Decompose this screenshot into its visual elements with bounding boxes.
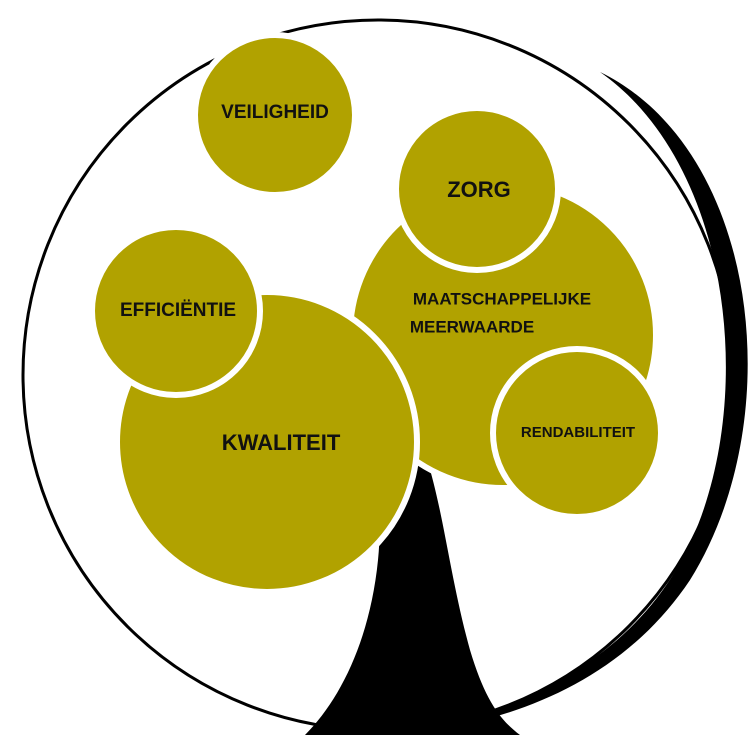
bubble-veiligheid-label: VEILIGHEID: [221, 102, 329, 123]
bubble-rendabiliteit-label: RENDABILITEIT: [521, 424, 635, 441]
bubble-zorg: ZORG: [393, 105, 561, 273]
bubble-efficientie-circle: [89, 224, 263, 398]
bubble-veiligheid-circle: [192, 32, 358, 198]
bubble-maatschappelijke-label-2: MEERWAARDE: [410, 317, 534, 336]
bubble-zorg-label: ZORG: [447, 177, 511, 202]
bubble-veiligheid: VEILIGHEID: [192, 32, 358, 198]
bubble-maatschappelijke-label-1: MAATSCHAPPELIJKE: [413, 289, 591, 308]
bubble-kwaliteit-label: KWALITEIT: [222, 430, 341, 455]
bubble-rendabiliteit: RENDABILITEIT: [490, 346, 664, 520]
bubble-efficientie: EFFICIËNTIE: [89, 224, 263, 398]
bubble-zorg-circle: [393, 105, 561, 273]
bubble-efficientie-label: EFFICIËNTIE: [120, 300, 236, 321]
bubble-rendabiliteit-circle: [490, 346, 664, 520]
tree-trunk: [305, 420, 520, 735]
